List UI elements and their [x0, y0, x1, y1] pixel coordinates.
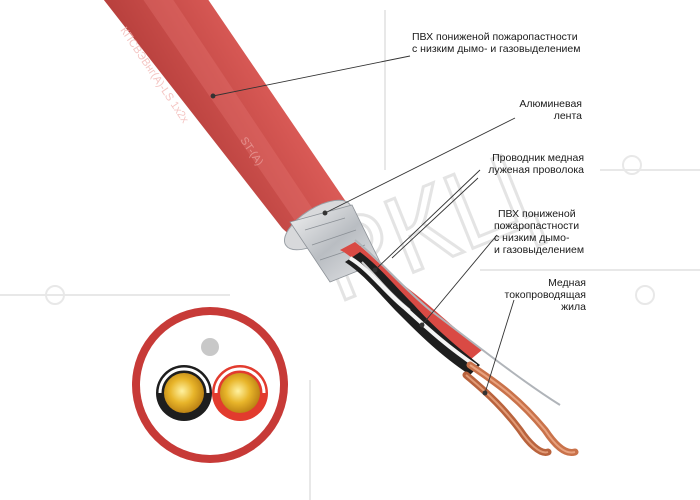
label-drain-wire-line1: Проводник медная — [492, 152, 584, 164]
label-drain-wire: Проводник медная луженая проволока — [476, 152, 584, 176]
label-aluminum-tape: Алюминевая лента — [512, 98, 582, 122]
label-copper-core-line3: жила — [561, 301, 586, 313]
label-inner-insulation-line4: и газовыделением — [494, 244, 585, 256]
label-outer-sheath-line2: с низким дымо- и газовыделением — [412, 43, 581, 55]
label-outer-sheath-line1: ПВХ пониженой пожаропастности — [412, 31, 578, 43]
label-copper-core: Медная токопроводящая жила — [490, 277, 587, 313]
label-inner-insulation: ПВХ пониженой пожаропастности с низким д… — [494, 208, 584, 256]
label-copper-core-line2: токопроводящая — [504, 289, 587, 301]
label-aluminum-tape-line2: лента — [553, 110, 582, 122]
copper-conductors — [462, 361, 579, 456]
leader-lines — [210, 55, 516, 396]
drain-wire — [354, 239, 561, 406]
label-inner-insulation-line3: с низким дымо- — [494, 232, 570, 244]
label-aluminum-tape-line1: Алюминевая — [519, 98, 582, 110]
label-outer-sheath: ПВХ пониженой пожаропастности с низким д… — [412, 31, 580, 55]
cross-section — [132, 307, 288, 463]
label-copper-core-line1: Медная — [548, 277, 586, 289]
label-inner-insulation-line2: пожаропастности — [494, 220, 580, 232]
label-inner-insulation-line1: ПВХ пониженой — [498, 208, 576, 220]
label-drain-wire-line2: луженая проволока — [488, 164, 584, 176]
